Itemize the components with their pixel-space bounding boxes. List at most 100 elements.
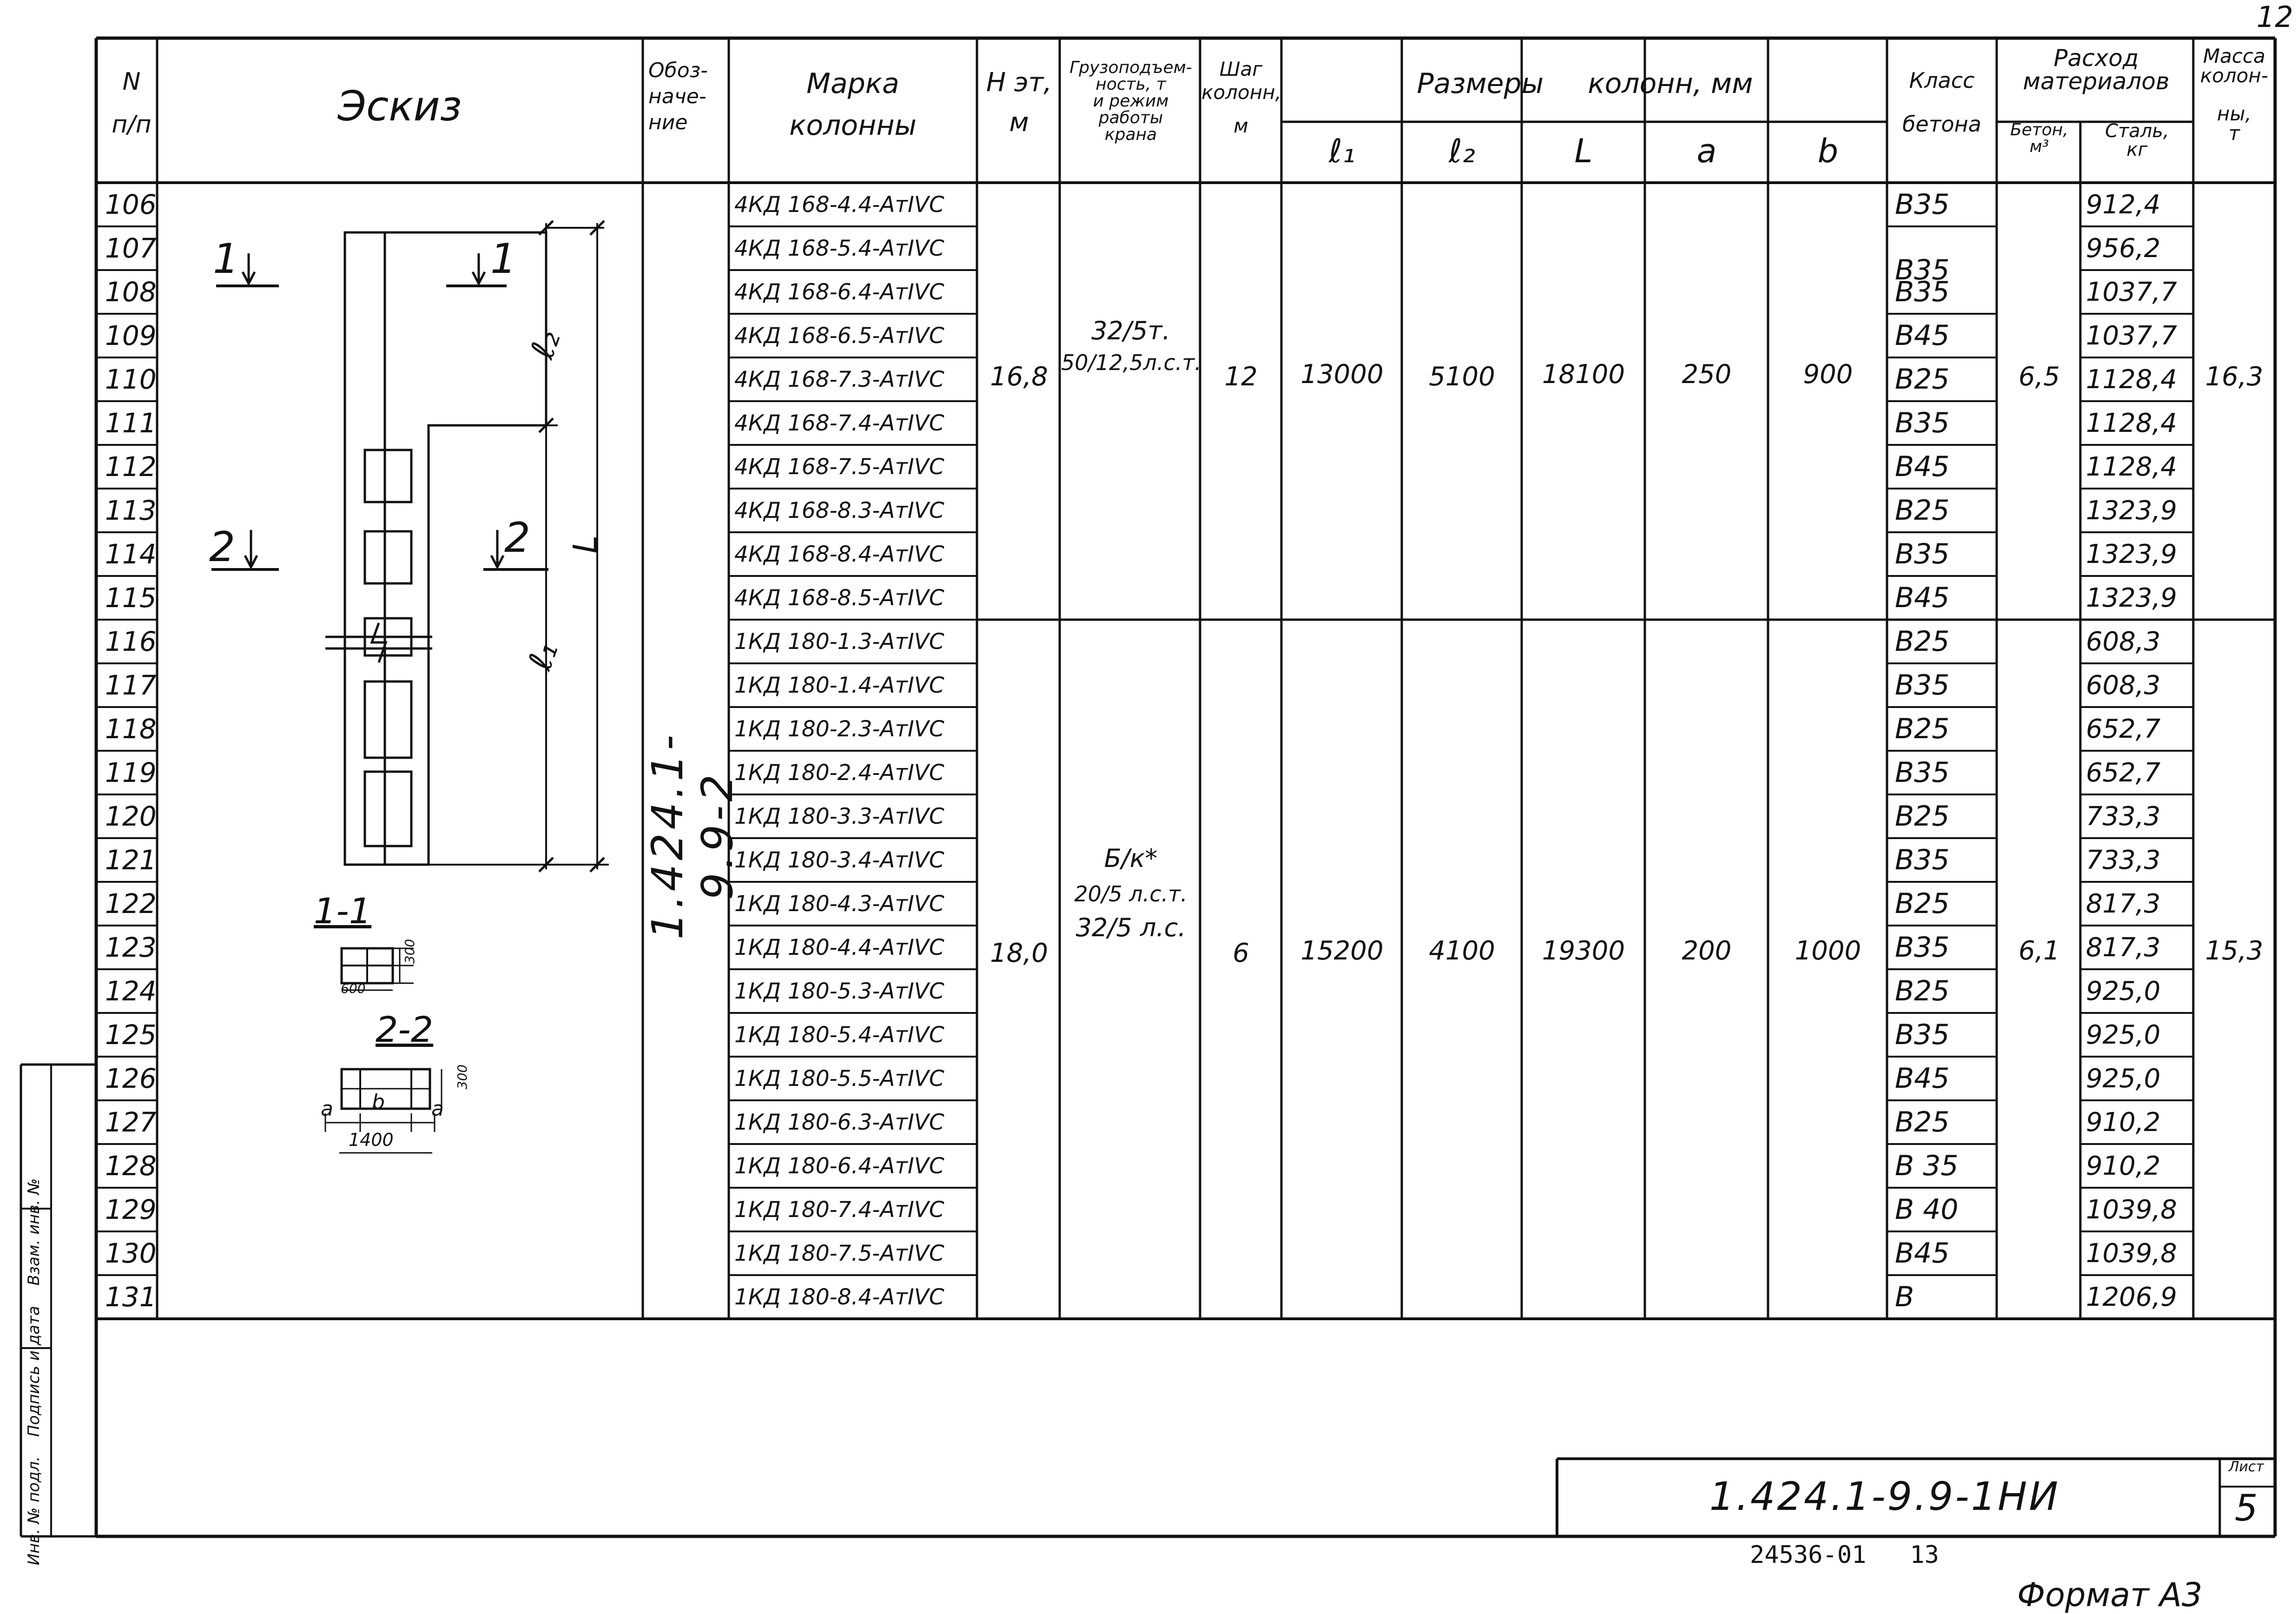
header-l1: ℓ₁ xyxy=(1329,132,1355,170)
row-mark: 4КД 168-8.3-АтIVС xyxy=(734,497,944,523)
row-number: 128 xyxy=(105,1150,157,1182)
section-arrow-1-right xyxy=(471,253,486,286)
header-designation-1: Обоз- xyxy=(648,59,708,82)
sketch-sec1-left: 1 xyxy=(213,235,239,283)
sketch-sec2-right: 2 xyxy=(504,514,530,562)
row-class: В45 xyxy=(1895,1237,1950,1270)
row-mark: 1КД 180-2.3-АтIVС xyxy=(734,716,944,742)
header-step-2: колонн, xyxy=(1201,81,1281,104)
row-class: В25 xyxy=(1895,1106,1950,1138)
row-mark: 1КД 180-5.4-АтIVС xyxy=(734,1022,944,1048)
row-steel: 1206,9 xyxy=(2086,1282,2177,1312)
group2-crane-3: 32/5 л.с. xyxy=(1075,913,1186,942)
header-hfloor-2: м xyxy=(1009,107,1029,138)
group2-hfloor: 18,0 xyxy=(990,938,1048,968)
row-number: 131 xyxy=(105,1281,157,1313)
sketch-da: a xyxy=(321,1097,333,1121)
header-class: Класс бетона xyxy=(1888,70,1995,135)
header-materials-2: материалов xyxy=(2023,68,2170,95)
header-mass-3: ны, xyxy=(2217,102,2251,125)
sketch-da2: a xyxy=(431,1097,444,1121)
row-class: В25 xyxy=(1895,713,1950,745)
group1-l1: 13000 xyxy=(1300,359,1384,390)
header-designation-2: наче- xyxy=(648,85,706,108)
row-class: В45 xyxy=(1895,582,1950,614)
row-mark: 1КД 180-2.4-АтIVС xyxy=(734,760,944,786)
row-mark: 1КД 180-7.4-АтIVС xyxy=(734,1197,944,1223)
row-number: 130 xyxy=(105,1237,157,1269)
row-class: В25 xyxy=(1895,363,1950,396)
row-steel: 1037,7 xyxy=(2086,320,2177,351)
group2-l1: 15200 xyxy=(1300,935,1384,966)
group2-mass: 15,3 xyxy=(2205,935,2263,966)
row-mark: 4КД 168-5.4-АтIVС xyxy=(734,235,944,261)
group2-L: 19300 xyxy=(1542,935,1625,966)
row-number: 111 xyxy=(105,407,157,439)
header-materials: Расход материалов xyxy=(1999,46,2194,93)
row-steel: 925,0 xyxy=(2086,1063,2161,1094)
group1-b: 900 xyxy=(1803,359,1853,390)
row-number: 114 xyxy=(105,538,157,570)
row-steel: 817,3 xyxy=(2086,888,2161,919)
row-mark: 1КД 180-6.3-АтIVС xyxy=(734,1109,944,1135)
row-class: В35 xyxy=(1895,407,1950,439)
header-l2: ℓ₂ xyxy=(1449,132,1475,170)
row-class: В35 xyxy=(1895,756,1950,789)
row-number: 112 xyxy=(105,451,157,483)
row-number: 119 xyxy=(105,757,157,788)
header-crane-4: работы xyxy=(1098,108,1163,127)
row-class: В35 xyxy=(1895,188,1950,221)
row-number: 106 xyxy=(105,189,157,220)
sketch-sec1-right: 1 xyxy=(490,235,516,283)
lattice-opening xyxy=(363,770,413,847)
row-number: 118 xyxy=(105,713,157,745)
header-b: b xyxy=(1817,132,1839,170)
group1-L: 18100 xyxy=(1542,359,1625,390)
break-lines xyxy=(325,635,432,650)
header-mark: Марка колонны xyxy=(730,70,976,139)
row-class: В25 xyxy=(1895,800,1950,833)
title-block-code: 1.424.1-9.9-1НИ xyxy=(1709,1474,2060,1519)
header-mass-4: т xyxy=(2228,122,2240,145)
row-class: В 40 xyxy=(1895,1193,1959,1226)
format-label: Формат А3 xyxy=(2017,1576,2203,1614)
row-steel: 608,3 xyxy=(2086,670,2161,701)
group1-step: 12 xyxy=(1224,361,1258,392)
header-step: Шаг колонн, м xyxy=(1201,60,1281,136)
group1-crane-1: 32/5т. xyxy=(1091,316,1170,345)
row-steel: 925,0 xyxy=(2086,1019,2161,1050)
row-class: В25 xyxy=(1895,625,1950,658)
row-mark: 1КД 180-4.3-АтIVС xyxy=(734,891,944,917)
row-number: 115 xyxy=(105,582,157,614)
header-mat-steel-1: Сталь, xyxy=(2105,120,2169,142)
row-mark: 4КД 168-8.4-АтIVС xyxy=(734,541,944,567)
row-mark: 4КД 168-7.4-АтIVС xyxy=(734,410,944,436)
header-sizes: Размеры колонн, мм xyxy=(1417,67,1753,100)
row-steel: 910,2 xyxy=(2086,1107,2161,1138)
header-mass-1: Масса xyxy=(2203,45,2265,67)
header-crane-1: Грузоподъем- xyxy=(1069,58,1192,77)
group2-crane-1: Б/к* xyxy=(1104,844,1158,873)
row-number: 124 xyxy=(105,975,157,1007)
group1-l2: 5100 xyxy=(1429,361,1495,392)
section-arrow-1-left xyxy=(241,253,256,286)
row-number: 126 xyxy=(105,1063,157,1094)
row-steel: 925,0 xyxy=(2086,976,2161,1006)
row-class: В35 xyxy=(1895,1019,1950,1051)
row-number: 125 xyxy=(105,1019,157,1051)
group1-crane-2: 50/12,5л.с.т. xyxy=(1061,350,1201,375)
designation-vertical: 1.424.1-9.9-2 xyxy=(643,731,742,940)
row-class: В35 xyxy=(1895,276,1950,308)
row-steel: 733,3 xyxy=(2086,801,2161,832)
group2-crane: Б/к* 20/5 л.с.т. 32/5 л.с. xyxy=(1061,844,1201,942)
sketch-dim-L: L xyxy=(566,535,605,554)
header-mat-steel: Сталь, кг xyxy=(2081,122,2193,159)
row-class: В25 xyxy=(1895,887,1950,920)
title-block-sheet-no: 5 xyxy=(2235,1488,2258,1529)
row-mark: 1КД 180-5.3-АтIVС xyxy=(734,978,944,1004)
header-hfloor-1: Н эт, xyxy=(986,67,1052,98)
header-mat-concrete: Бетон, м³ xyxy=(1999,122,2080,155)
row-steel: 817,3 xyxy=(2086,932,2161,963)
row-mark: 4КД 168-4.4-АтIVС xyxy=(734,192,944,218)
row-mark: 1КД 180-1.4-АтIVС xyxy=(734,672,944,698)
